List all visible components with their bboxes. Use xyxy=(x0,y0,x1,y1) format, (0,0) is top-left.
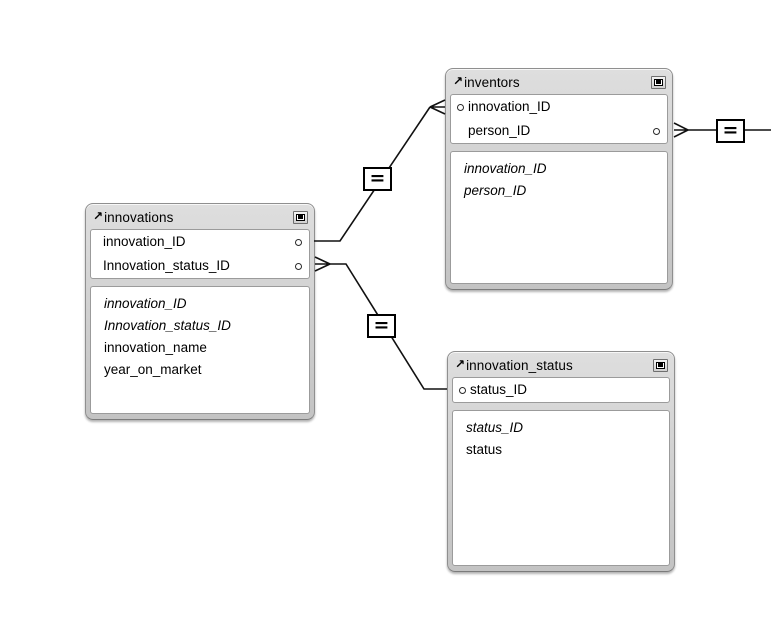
field-row[interactable]: status xyxy=(466,442,503,457)
field-label: innovation_ID xyxy=(103,234,186,249)
field-row[interactable]: status_ID xyxy=(466,420,524,435)
field-label: Innovation_status_ID xyxy=(103,258,230,273)
relationship-operator[interactable]: = xyxy=(716,119,745,143)
key-field-row[interactable]: Innovation_status_ID xyxy=(91,254,309,278)
table-title: innovation_status xyxy=(466,357,573,373)
operator-equals-icon: = xyxy=(373,313,390,336)
key-fields-section: innovation_ID person_ID xyxy=(450,94,668,144)
key-field-row[interactable]: innovation_ID xyxy=(91,230,309,254)
relationship-operator[interactable]: = xyxy=(363,167,392,191)
key-fields-section: innovation_ID Innovation_status_ID xyxy=(90,229,310,279)
field-row[interactable]: innovation_ID xyxy=(464,161,547,176)
table-view-icon xyxy=(654,78,663,86)
operator-equals-icon: = xyxy=(722,118,739,141)
jump-arrow-icon[interactable]: ↗ xyxy=(455,357,466,371)
field-list-section: innovation_ID Innovation_status_ID innov… xyxy=(90,286,310,414)
field-list-section: innovation_ID person_ID xyxy=(450,151,668,284)
field-label: status_ID xyxy=(470,382,528,397)
collapse-toggle-button[interactable] xyxy=(653,358,668,372)
key-field-row[interactable]: innovation_ID xyxy=(451,95,667,119)
table-title: inventors xyxy=(464,74,520,90)
crow-foot-icon xyxy=(429,99,446,115)
connector-dot-icon xyxy=(653,127,660,135)
table-innovation-status[interactable]: ↗ innovation_status status_ID status_ID … xyxy=(447,351,675,572)
connector-dot-icon xyxy=(295,262,302,270)
jump-arrow-icon[interactable]: ↗ xyxy=(93,209,104,223)
field-label: innovation_ID xyxy=(468,99,551,114)
crow-foot-icon xyxy=(314,256,331,272)
relationship-operator[interactable]: = xyxy=(367,314,396,338)
field-label: person_ID xyxy=(468,123,531,138)
connector-dot-icon xyxy=(459,386,466,394)
operator-equals-icon: = xyxy=(369,166,386,189)
table-title: innovations xyxy=(104,209,174,225)
connector-dot-icon xyxy=(457,103,464,111)
key-fields-section: status_ID xyxy=(452,377,670,403)
field-row[interactable]: innovation_ID xyxy=(104,296,187,311)
table-header: ↗ innovations xyxy=(90,206,310,228)
field-list-section: status_ID status xyxy=(452,410,670,566)
collapse-toggle-button[interactable] xyxy=(293,210,308,224)
table-view-icon xyxy=(656,361,665,369)
jump-arrow-icon[interactable]: ↗ xyxy=(453,74,464,88)
field-row[interactable]: person_ID xyxy=(464,183,527,198)
table-header: ↗ innovation_status xyxy=(452,354,670,376)
table-header: ↗ inventors xyxy=(450,71,668,93)
table-inventors[interactable]: ↗ inventors innovation_ID person_ID inno… xyxy=(445,68,673,290)
field-row[interactable]: year_on_market xyxy=(104,362,202,377)
field-row[interactable]: Innovation_status_ID xyxy=(104,318,231,333)
table-view-icon xyxy=(296,213,305,221)
connector-dot-icon xyxy=(295,238,302,246)
key-field-row[interactable]: status_ID xyxy=(453,378,669,402)
collapse-toggle-button[interactable] xyxy=(651,75,666,89)
crow-foot-icon xyxy=(673,122,689,138)
field-row[interactable]: innovation_name xyxy=(104,340,207,355)
key-field-row[interactable]: person_ID xyxy=(451,119,667,143)
table-innovations[interactable]: ↗ innovations innovation_ID Innovation_s… xyxy=(85,203,315,420)
